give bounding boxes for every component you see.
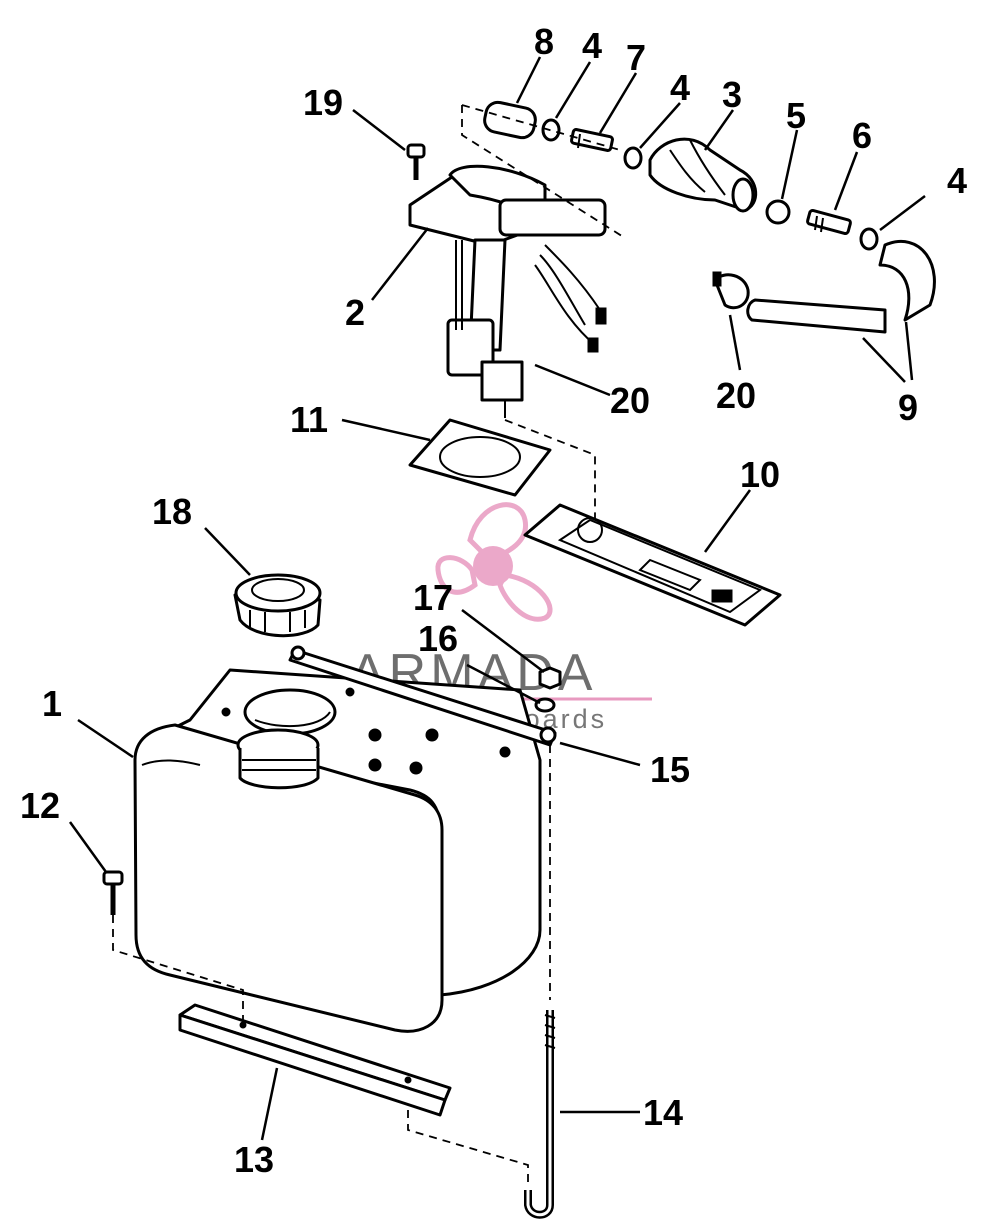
leader-lines	[68, 56, 926, 1141]
washer	[534, 697, 556, 713]
callout-3: 3	[722, 74, 742, 115]
clamp	[859, 227, 879, 251]
callout-9: 9	[898, 387, 918, 428]
assembly-guide-lines	[112, 104, 626, 1185]
fuel-pickup-assembly	[408, 164, 607, 418]
callout-5: 5	[786, 95, 806, 136]
callout-7: 7	[626, 37, 646, 78]
callout-10: 10	[740, 454, 780, 495]
gasket	[408, 418, 552, 497]
connector-fitting	[570, 128, 614, 152]
callout-4: 4	[947, 160, 967, 201]
hose-fitting	[806, 208, 852, 236]
mounting-bracket	[178, 1003, 452, 1117]
callout-1: 1	[42, 683, 62, 724]
callout-12: 12	[20, 785, 60, 826]
nut	[538, 666, 562, 690]
fuel-hose	[746, 298, 887, 334]
j-bolt	[524, 1010, 556, 1219]
clamp	[541, 118, 561, 142]
callout-2: 2	[345, 292, 365, 333]
callout-11: 11	[290, 399, 328, 440]
callout-4: 4	[582, 25, 602, 66]
screw	[406, 143, 426, 180]
fuel-cap	[233, 573, 322, 638]
primer-bulb	[648, 137, 758, 213]
callout-8: 8	[534, 21, 554, 62]
callout-18: 18	[152, 491, 192, 532]
callout-15: 15	[650, 749, 690, 790]
callout-19: 19	[303, 82, 343, 123]
hose-clamp	[765, 199, 791, 225]
clamp	[623, 146, 643, 170]
callout-20: 20	[716, 375, 756, 416]
callout-6: 6	[852, 115, 872, 156]
callout-20: 20	[610, 380, 650, 421]
callout-13: 13	[234, 1139, 274, 1180]
hose-section	[483, 100, 537, 140]
fuel-tank	[133, 668, 542, 1033]
callout-17: 17	[413, 577, 453, 618]
callout-16: 16	[418, 618, 458, 659]
mounting-screw	[102, 870, 124, 915]
callout-4: 4	[670, 67, 690, 108]
callout-14: 14	[643, 1092, 683, 1133]
fuel-hose	[878, 239, 936, 322]
strainer-plate	[523, 503, 782, 627]
hose-clamp-right	[712, 271, 750, 310]
propeller-logo-icon	[435, 502, 553, 622]
